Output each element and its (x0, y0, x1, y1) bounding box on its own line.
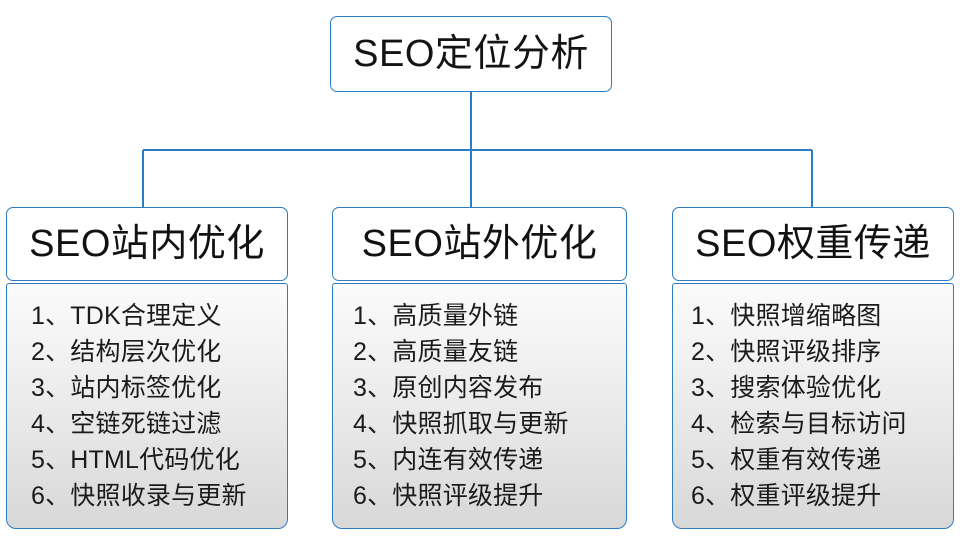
list-item: 6、快照收录与更新 (31, 482, 247, 510)
list-item: 3、搜索体验优化 (691, 374, 882, 402)
branch-header-label-3: SEO权重传递 (695, 223, 931, 265)
list-item: 6、权重评级提升 (691, 482, 882, 510)
branch-list-2: 1、高质量外链 2、高质量友链 3、原创内容发布 4、快照抓取与更新 5、内连有… (333, 298, 626, 514)
branch-list-1: 1、TDK合理定义 2、结构层次优化 3、站内标签优化 4、空链死链过滤 5、H… (7, 298, 287, 514)
list-item: 2、高质量友链 (353, 338, 519, 366)
list-item: 4、空链死链过滤 (31, 410, 222, 438)
list-item: 1、TDK合理定义 (31, 302, 222, 330)
branch-body-3: 1、快照增缩略图 2、快照评级排序 3、搜索体验优化 4、检索与目标访问 5、权… (672, 283, 954, 529)
list-item: 5、HTML代码优化 (31, 446, 240, 474)
root-node-label: SEO定位分析 (353, 33, 589, 75)
branch-header-label-1: SEO站内优化 (29, 223, 265, 265)
list-item: 6、快照评级提升 (353, 482, 544, 510)
branch-header-2[interactable]: SEO站外优化 (332, 207, 627, 281)
branch-column-2: SEO站外优化 1、高质量外链 2、高质量友链 3、原创内容发布 4、快照抓取与… (332, 207, 627, 529)
list-item: 5、权重有效传递 (691, 446, 882, 474)
list-item: 2、快照评级排序 (691, 338, 882, 366)
branch-body-1: 1、TDK合理定义 2、结构层次优化 3、站内标签优化 4、空链死链过滤 5、H… (6, 283, 288, 529)
list-item: 3、站内标签优化 (31, 374, 222, 402)
list-item: 4、快照抓取与更新 (353, 410, 569, 438)
branch-header-1[interactable]: SEO站内优化 (6, 207, 288, 281)
branch-column-3: SEO权重传递 1、快照增缩略图 2、快照评级排序 3、搜索体验优化 4、检索与… (672, 207, 954, 529)
branch-header-3[interactable]: SEO权重传递 (672, 207, 954, 281)
branch-column-1: SEO站内优化 1、TDK合理定义 2、结构层次优化 3、站内标签优化 4、空链… (6, 207, 288, 529)
branch-header-label-2: SEO站外优化 (361, 223, 598, 265)
list-item: 2、结构层次优化 (31, 338, 222, 366)
root-node[interactable]: SEO定位分析 (330, 16, 612, 92)
branch-list-3: 1、快照增缩略图 2、快照评级排序 3、搜索体验优化 4、检索与目标访问 5、权… (673, 298, 953, 514)
list-item: 1、高质量外链 (353, 302, 519, 330)
list-item: 4、检索与目标访问 (691, 410, 907, 438)
list-item: 1、快照增缩略图 (691, 302, 882, 330)
branch-body-2: 1、高质量外链 2、高质量友链 3、原创内容发布 4、快照抓取与更新 5、内连有… (332, 283, 627, 529)
list-item: 3、原创内容发布 (353, 374, 544, 402)
list-item: 5、内连有效传递 (353, 446, 544, 474)
